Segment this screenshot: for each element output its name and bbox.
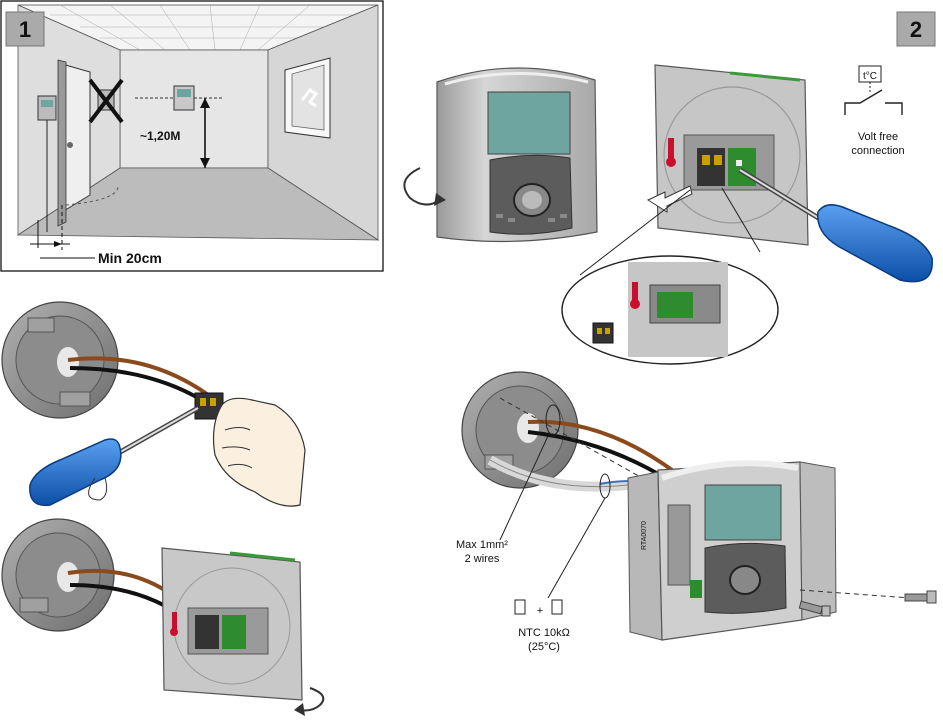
screw-2 bbox=[904, 590, 937, 604]
wrong-position-icon bbox=[88, 78, 124, 124]
thermostat-left-wall bbox=[37, 95, 57, 232]
step-1-badge: 1 bbox=[5, 11, 45, 47]
screwdriver-left bbox=[29, 405, 200, 507]
screw-1 bbox=[798, 600, 831, 617]
svg-text:2: 2 bbox=[910, 17, 922, 42]
ntc-temp-label: (25°C) bbox=[528, 641, 560, 653]
final-assembly: RTA0070 bbox=[461, 371, 937, 641]
min-distance-label: Min 20cm bbox=[98, 250, 162, 266]
svg-text:t°C: t°C bbox=[863, 71, 877, 82]
max-wire-label-2: 2 wires bbox=[465, 553, 500, 565]
device-side-text: RTA0070 bbox=[641, 521, 648, 550]
screwdriver-top bbox=[738, 167, 933, 283]
thermostat-correct-position bbox=[135, 85, 222, 168]
ntc-label: NTC 10kΩ bbox=[518, 627, 570, 639]
terminal-zoom-callout bbox=[561, 187, 779, 365]
height-label: ~1,20M bbox=[140, 129, 180, 143]
ntc-sensor-icons: + bbox=[514, 599, 563, 617]
thermostat-front-view bbox=[403, 67, 598, 243]
svg-text:1: 1 bbox=[19, 17, 31, 42]
step-2-badge: 2 bbox=[896, 11, 936, 47]
room-panel: ~1,20M Min 20cm bbox=[0, 0, 384, 272]
volt-free-symbol: t°C Volt free connection bbox=[844, 65, 905, 157]
thermostat-open-view bbox=[646, 64, 809, 246]
max-wire-label-1: Max 1mm² bbox=[456, 539, 508, 551]
wall-box-wiring bbox=[1, 301, 306, 507]
volt-free-label-1: Volt free bbox=[858, 131, 898, 143]
svg-text:+: + bbox=[537, 605, 543, 617]
volt-free-label-2: connection bbox=[851, 145, 904, 157]
wall-box-plate bbox=[1, 518, 325, 716]
